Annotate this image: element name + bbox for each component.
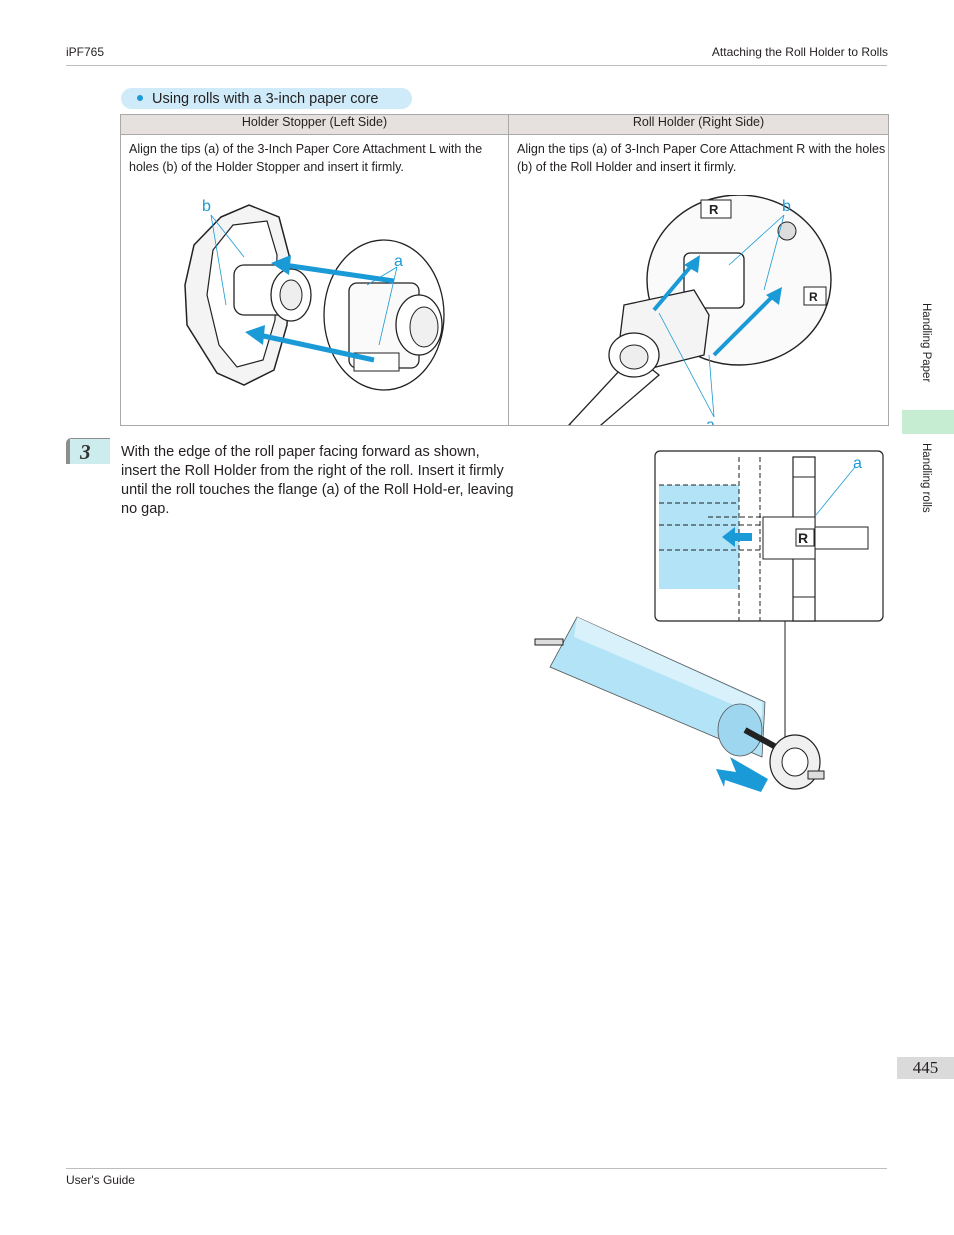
label-a-inset: a	[853, 455, 862, 472]
label-b-right: b	[782, 198, 791, 215]
header-product: iPF765	[66, 45, 105, 59]
label-a-left: a	[394, 253, 403, 270]
table-cell-left: Align the tips (a) of the 3-Inch Paper C…	[120, 134, 509, 426]
label-r-inset: R	[798, 530, 808, 546]
page-number: 445	[897, 1057, 954, 1079]
sidebar-section: Handling rolls	[920, 443, 932, 513]
label-r-side: R	[809, 290, 818, 304]
step-number-badge: 3	[66, 438, 110, 464]
step-number: 3	[79, 440, 91, 464]
subheading-pill	[121, 88, 412, 109]
footer-divider	[66, 1168, 887, 1169]
header-divider	[66, 65, 887, 66]
label-b-left: b	[202, 198, 211, 215]
holder-stopper-illustration: b a	[184, 198, 445, 391]
subheading: Using rolls with a 3-inch paper core	[152, 91, 379, 107]
roll-insertion-illustration: R a	[534, 450, 884, 792]
table-header-right: Roll Holder (Right Side)	[508, 114, 889, 135]
footer-title: User's Guide	[66, 1173, 135, 1187]
label-a-right: a	[706, 417, 715, 425]
left-instruction: Align the tips (a) of the 3-Inch Paper C…	[129, 142, 483, 174]
right-instruction: Align the tips (a) of 3-Inch Paper Core …	[517, 142, 886, 174]
label-r-top: R	[709, 202, 719, 217]
chapter-tab	[902, 410, 954, 434]
header-section-title: Attaching the Roll Holder to Rolls	[711, 45, 888, 59]
table-cell-right: Align the tips (a) of 3-Inch Paper Core …	[508, 134, 889, 426]
table-header-left: Holder Stopper (Left Side)	[120, 114, 509, 135]
instruction-table: Holder Stopper (Left Side) Roll Holder (…	[120, 114, 889, 426]
sidebar-chapter: Handling Paper	[920, 303, 932, 383]
bullet-icon	[137, 95, 143, 101]
roll-holder-illustration: R R	[568, 195, 832, 425]
step-instruction: With the edge of the roll paper facing f…	[121, 444, 514, 517]
